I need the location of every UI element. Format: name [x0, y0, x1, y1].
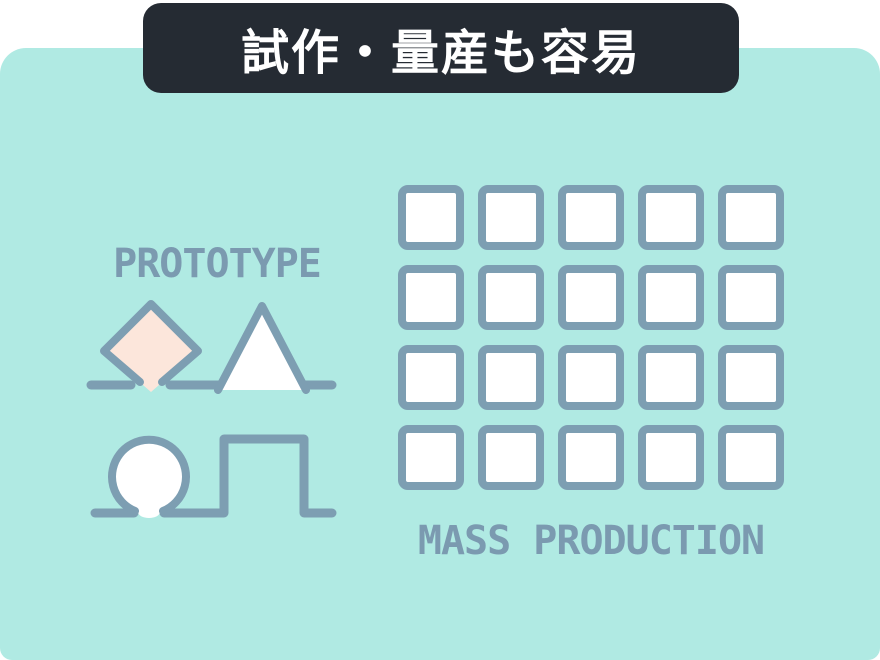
arch-icon [90, 434, 337, 518]
grid-square-icon [718, 425, 784, 490]
prototype-heading: PROTOTYPE [113, 241, 322, 287]
grid-square-icon [558, 185, 624, 250]
grid-square-icon [638, 265, 704, 330]
grid-square-icon [718, 265, 784, 330]
production-grid [398, 185, 784, 490]
title-banner: 試作・量産も容易 [143, 3, 739, 93]
grid-square-icon [718, 345, 784, 410]
grid-square-icon [478, 265, 544, 330]
grid-square-icon [398, 185, 464, 250]
grid-square-icon [478, 185, 544, 250]
grid-square-icon [478, 425, 544, 490]
grid-square-icon [558, 345, 624, 410]
grid-square-icon [478, 345, 544, 410]
circle-foot-gap [138, 506, 160, 518]
grid-square-icon [558, 425, 624, 490]
grid-square-icon [638, 345, 704, 410]
grid-square-icon [718, 185, 784, 250]
grid-square-icon [398, 425, 464, 490]
grid-square-icon [558, 265, 624, 330]
triangle-icon [214, 302, 310, 394]
title-banner-label: 試作・量産も容易 [240, 27, 641, 80]
circle-fill [112, 440, 186, 514]
diamond-icon [100, 300, 202, 386]
grid-square-icon [638, 185, 704, 250]
grid-square-icon [398, 345, 464, 410]
grid-square-icon [638, 425, 704, 490]
grid-square-icon [398, 265, 464, 330]
mass-production-heading: MASS PRODUCTION [417, 518, 765, 564]
circle-icon [108, 435, 190, 515]
prototype-shapes [86, 300, 337, 518]
diamond-fill [104, 304, 198, 392]
